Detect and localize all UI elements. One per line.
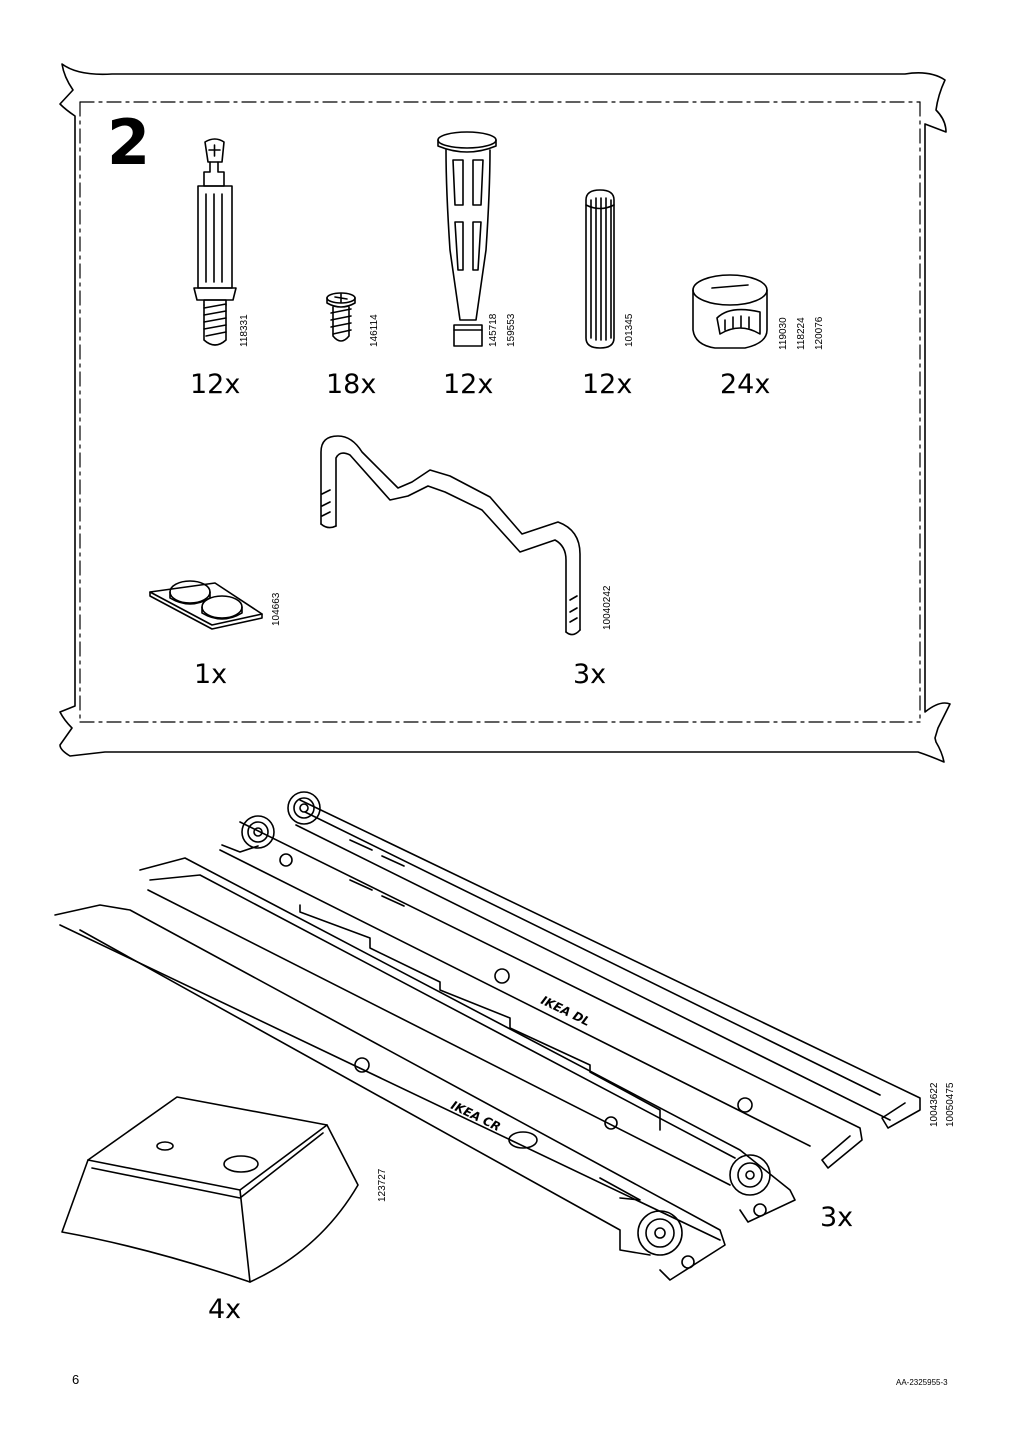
wooden-dowel-drawing (585, 189, 615, 349)
part-number-foot-block: 123727 (377, 1168, 388, 1202)
quantity-handle: 3x (573, 659, 607, 690)
part-number-wooden-dowel: 101345 (624, 313, 635, 347)
quantity-foot-block: 4x (208, 1294, 242, 1325)
part-number-cam-bolt: 118331 (239, 314, 250, 347)
part-number-drawer-runners-1: 10043622 (929, 1082, 940, 1128)
runner-label-cr: IKEA CR (449, 1098, 503, 1134)
quantity-screw: 18x (326, 369, 377, 400)
cam-bolt-drawing (193, 138, 237, 346)
part-number-plastic-dowel-1: 145718 (488, 313, 499, 347)
part-number-cam-lock-3: 120076 (814, 316, 825, 350)
part-number-screw: 146114 (369, 314, 380, 347)
quantity-wooden-dowel: 12x (582, 369, 633, 400)
page-number: 6 (72, 1372, 80, 1387)
quantity-plastic-dowel: 12x (443, 369, 494, 400)
felt-pads-drawing (149, 580, 263, 630)
part-number-plastic-dowel-2: 159553 (506, 313, 517, 347)
part-number-cam-lock-2: 118224 (796, 317, 807, 350)
step-number: 2 (107, 106, 151, 179)
cam-lock-drawing (692, 274, 768, 349)
part-number-felt-pads: 104663 (271, 592, 282, 626)
hardware-bag-outline (59, 63, 951, 763)
part-number-handle: 10040242 (602, 585, 613, 631)
foot-block-drawing (61, 1096, 359, 1283)
plastic-dowel-drawing (437, 131, 497, 347)
quantity-drawer-runners: 3x (820, 1202, 854, 1233)
quantity-cam-lock: 24x (720, 369, 771, 400)
screw-drawing (326, 292, 356, 342)
part-number-cam-lock-1: 119030 (778, 317, 789, 350)
document-id: AA-2325955-3 (896, 1378, 948, 1387)
quantity-felt-pads: 1x (194, 659, 228, 690)
quantity-cam-bolt: 12x (190, 369, 241, 400)
part-number-drawer-runners-2: 10050475 (945, 1082, 956, 1128)
drawer-runners-drawing (54, 791, 921, 1281)
handle-drawing (320, 435, 581, 636)
